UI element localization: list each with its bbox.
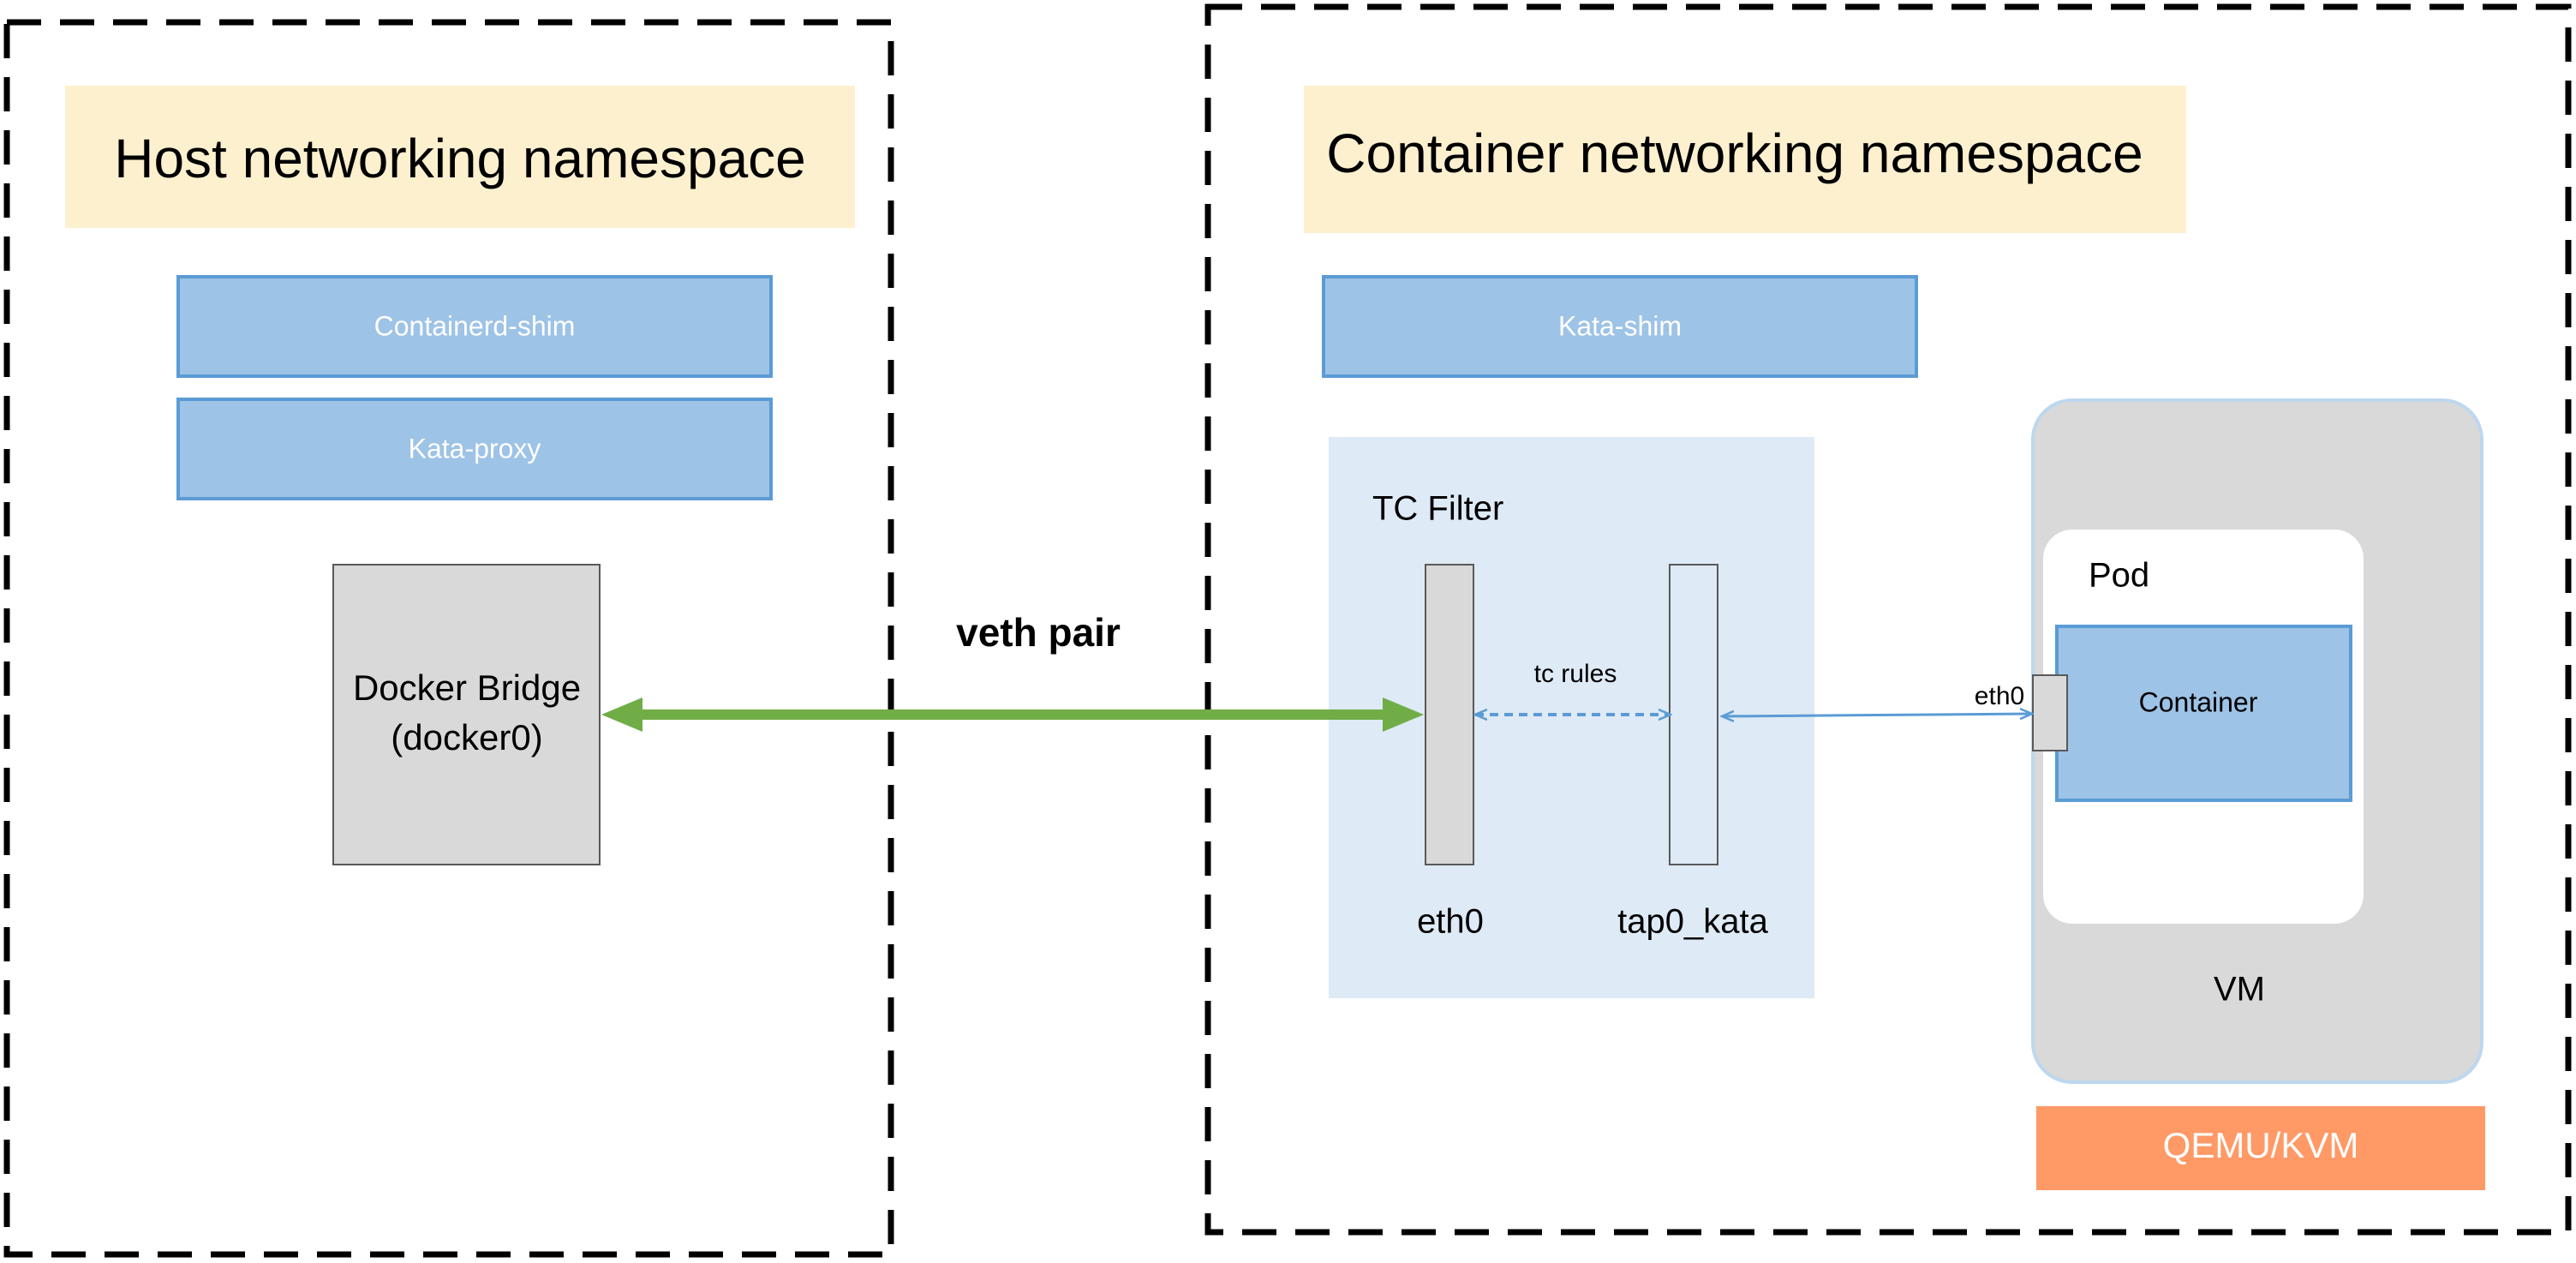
tap0-to-pod-eth0-link [1722,714,2032,716]
docker-bridge-label-line1: Docker Bridge [353,667,581,708]
docker-bridge-label-line2: (docker0) [391,717,542,757]
container-title-background [1304,86,2186,233]
pod-eth0-interface [2032,674,2068,751]
container-label: Container [2139,686,2258,717]
veth-arrowhead-right [1383,697,1424,732]
container-namespace-boundary [1204,3,2572,1236]
qemu-kvm-box [2036,1106,2485,1190]
host-namespace-boundary [3,19,894,1258]
container-box [2055,625,2352,802]
pod-label: Pod [2089,557,2149,595]
kata-shim-box [1322,275,1918,378]
tap0-kata-label: tap0_kata [1617,903,1768,941]
eth0-label: eth0 [1417,903,1484,941]
kata-shim-label: Kata-shim [1558,310,1682,341]
container-title: Container networking namespace [1326,123,2143,184]
pod-eth0-label: eth0 [1975,682,2024,710]
host-title-background [65,86,855,228]
containerd-shim-label: Containerd-shim [374,310,576,341]
tc-rules-label: tc rules [1534,660,1617,688]
qemu-kvm-label: QEMU/KVM [2163,1125,2359,1165]
tap0-kata-interface [1669,564,1718,865]
veth-arrowhead-left [601,697,643,732]
tc-filter-label: TC Filter [1372,490,1503,528]
kata-proxy-box [176,398,773,500]
host-title: Host networking namespace [114,128,806,189]
docker-bridge-box [332,564,601,865]
kata-proxy-label: Kata-proxy [409,433,541,464]
veth-pair-label: veth pair [956,610,1121,655]
vm-label: VM [2214,971,2265,1009]
containerd-shim-box [176,275,773,378]
eth0-interface [1425,564,1474,865]
